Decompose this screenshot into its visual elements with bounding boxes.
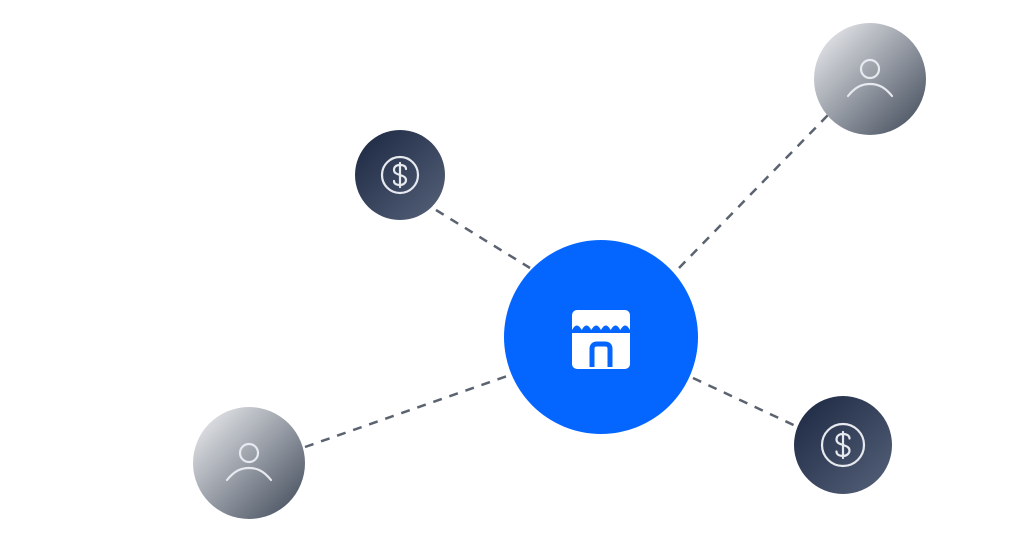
payment-node-top-left (355, 130, 445, 220)
user-icon (225, 442, 273, 482)
connector-payment-bottom-right (692, 376, 801, 430)
connectors (304, 114, 829, 449)
dollar-icon (820, 422, 866, 468)
store-hub (504, 240, 698, 434)
connector-user-top-right (678, 114, 829, 269)
storefront-icon (572, 310, 630, 369)
connector-payment-top-left (435, 208, 531, 270)
dollar-icon (380, 155, 420, 195)
payment-node-bottom-right (794, 396, 892, 494)
user-node-bottom-left (193, 407, 305, 519)
user-icon (846, 58, 894, 98)
user-node-top-right (814, 23, 926, 135)
connector-user-bottom-left (304, 373, 511, 449)
